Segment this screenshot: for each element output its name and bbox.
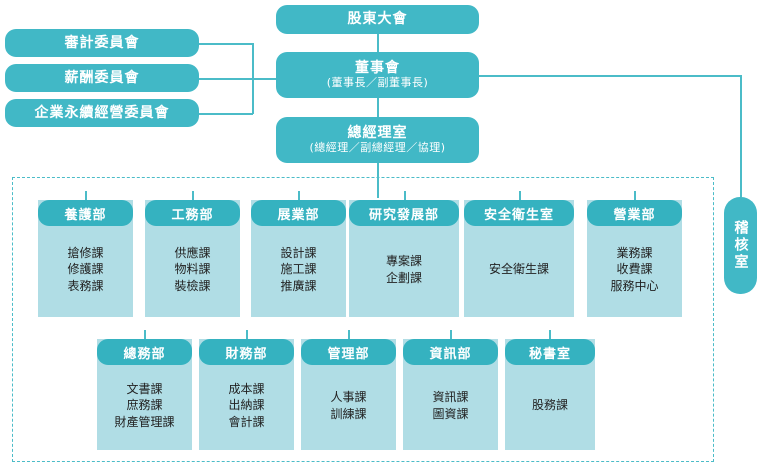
connector-committee-3 [199, 113, 253, 115]
dept-header: 展業部 [251, 200, 346, 226]
dept-header: 資訊部 [403, 339, 498, 365]
dept-header: 管理部 [301, 339, 396, 365]
section-item: 推廣課 [280, 278, 317, 293]
dept-sections: 搶修課 修護課 表務課 [38, 226, 133, 317]
connector-dept5-stub [519, 191, 521, 200]
node-title: 企業永續經營委員會 [34, 104, 170, 121]
connector-dept11-stub [549, 330, 551, 339]
connector-dept8-stub [246, 330, 248, 339]
section-item: 業務課 [616, 245, 653, 260]
section-item: 搶修課 [67, 245, 104, 260]
connector-committee-1 [199, 43, 253, 45]
connector-committee-2 [199, 78, 253, 80]
dept-header: 研究發展部 [349, 200, 459, 226]
section-item: 設計課 [280, 245, 317, 260]
dept-sections: 股務課 [505, 365, 595, 450]
section-item: 企劃課 [385, 270, 422, 285]
connector-dept7-stub [144, 330, 146, 339]
dept-header: 財務部 [199, 339, 294, 365]
section-item: 庶務課 [126, 398, 163, 413]
section-item: 物料課 [174, 262, 211, 277]
section-item: 修護課 [67, 262, 104, 277]
connector-dept6-stub [634, 191, 636, 200]
dept-card-yingye[interactable]: 營業部 業務課 收費課 服務中心 [587, 200, 682, 317]
connector-board-audit-horizontal [479, 75, 741, 77]
dept-sections: 業務課 收費課 服務中心 [587, 226, 682, 317]
node-title: 總經理室 [347, 124, 408, 141]
dept-header: 安全衛生室 [464, 200, 574, 226]
node-title: 股東大會 [347, 11, 408, 28]
dept-card-zongwu[interactable]: 總務部 文書課 庶務課 財產管理課 [97, 339, 192, 450]
section-item: 文書課 [126, 381, 163, 396]
section-item: 表務課 [67, 278, 104, 293]
dept-sections: 安全衛生課 [464, 226, 574, 317]
connector-dept10-stub [450, 330, 452, 339]
node-title: 薪酬委員會 [64, 69, 140, 86]
dept-card-zhanye[interactable]: 展業部 設計課 施工課 推廣課 [251, 200, 346, 317]
dept-header: 總務部 [97, 339, 192, 365]
connector-dept9-stub [348, 330, 350, 339]
dept-card-yanfa[interactable]: 研究發展部 專案課 企劃課 [349, 200, 459, 317]
dept-sections: 成本課 出納課 會計課 [199, 365, 294, 450]
dept-header: 養護部 [38, 200, 133, 226]
connector-dept4-stub [404, 191, 406, 200]
dept-card-caiwu[interactable]: 財務部 成本課 出納課 會計課 [199, 339, 294, 450]
dept-sections: 人事課 訓練課 [301, 365, 396, 450]
section-item: 訓練課 [330, 406, 367, 421]
node-audit-office[interactable]: 稽核室 [724, 197, 757, 294]
dept-header: 營業部 [587, 200, 682, 226]
section-item: 出納課 [228, 398, 265, 413]
section-item: 服務中心 [610, 278, 659, 293]
connector-dept2-stub [192, 191, 194, 200]
connector-dept3-stub [298, 191, 300, 200]
section-item: 股務課 [531, 398, 568, 413]
connector-president-departments [377, 163, 379, 198]
section-item: 專案課 [385, 253, 422, 268]
dept-card-anquan[interactable]: 安全衛生室 安全衛生課 [464, 200, 574, 317]
section-item: 財產管理課 [114, 414, 175, 429]
node-title: 董事會 [355, 59, 400, 76]
dept-card-mishu[interactable]: 秘書室 股務課 [505, 339, 595, 450]
node-shareholders-meeting[interactable]: 股東大會 [276, 5, 479, 34]
section-item: 圖資課 [432, 406, 469, 421]
dept-sections: 專案課 企劃課 [349, 226, 459, 317]
node-title: 審計委員會 [64, 34, 140, 51]
connector-board-audit-vertical [740, 75, 742, 197]
node-title: 稽核室 [732, 220, 749, 271]
section-item: 施工課 [280, 262, 317, 277]
node-subtitle: (董事長／副董事長) [326, 76, 429, 90]
node-committee-audit[interactable]: 審計委員會 [5, 29, 199, 57]
dept-sections: 文書課 庶務課 財產管理課 [97, 365, 192, 450]
dept-card-zixun[interactable]: 資訊部 資訊課 圖資課 [403, 339, 498, 450]
section-item: 成本課 [228, 381, 265, 396]
section-item: 收費課 [616, 262, 653, 277]
node-committee-compensation[interactable]: 薪酬委員會 [5, 64, 199, 92]
connector-shareholders-board [377, 33, 379, 53]
dept-card-yanghu[interactable]: 養護部 搶修課 修護課 表務課 [38, 200, 133, 317]
section-item: 會計課 [228, 414, 265, 429]
node-board-of-directors[interactable]: 董事會 (董事長／副董事長) [276, 52, 479, 98]
section-item: 供應課 [174, 245, 211, 260]
section-item: 裝檢課 [174, 278, 211, 293]
dept-card-gongwu[interactable]: 工務部 供應課 物料課 裝檢課 [145, 200, 240, 317]
connector-committee-board [252, 78, 276, 80]
section-item: 安全衛生課 [488, 262, 549, 277]
connector-board-president [377, 97, 379, 119]
dept-header: 秘書室 [505, 339, 595, 365]
node-committee-sustainability[interactable]: 企業永續經營委員會 [5, 99, 199, 127]
section-item: 資訊課 [432, 389, 469, 404]
node-subtitle: (總經理／副總經理／協理) [309, 141, 446, 155]
dept-header: 工務部 [145, 200, 240, 226]
connector-dept1-stub [85, 191, 87, 200]
dept-sections: 資訊課 圖資課 [403, 365, 498, 450]
dept-sections: 設計課 施工課 推廣課 [251, 226, 346, 317]
section-item: 人事課 [330, 389, 367, 404]
dept-sections: 供應課 物料課 裝檢課 [145, 226, 240, 317]
node-president-office[interactable]: 總經理室 (總經理／副總經理／協理) [276, 117, 479, 163]
dept-card-guanli[interactable]: 管理部 人事課 訓練課 [301, 339, 396, 450]
